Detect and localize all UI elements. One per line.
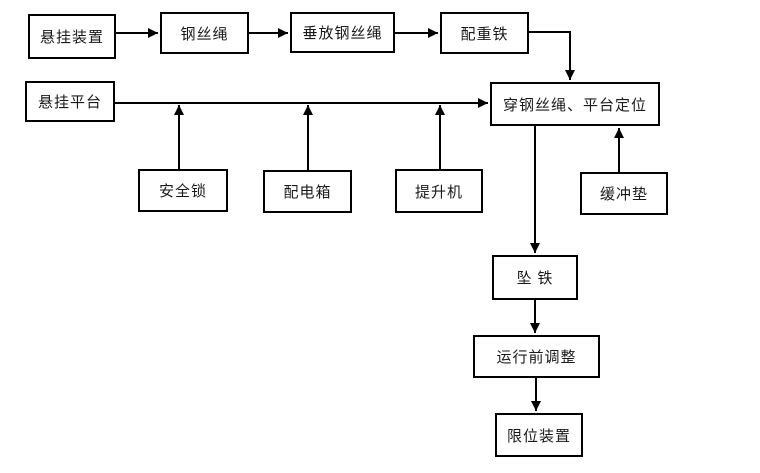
node-power-distribution-box: 配电箱 <box>263 170 352 213</box>
node-counterweight-iron: 配重铁 <box>440 12 529 54</box>
node-pre-operation-adjustment: 运行前调整 <box>473 335 600 378</box>
node-thread-rope-platform-positioning: 穿钢丝绳、平台定位 <box>490 82 660 126</box>
node-lower-wire-rope: 垂放钢丝绳 <box>290 12 395 53</box>
node-wire-rope: 钢丝绳 <box>160 12 249 54</box>
node-suspension-device: 悬挂装置 <box>28 14 116 59</box>
node-limit-device: 限位装置 <box>495 413 583 457</box>
node-hoist: 提升机 <box>395 169 483 213</box>
arrow-counterweight-to-positioning <box>529 31 575 80</box>
node-buffer-pad: 缓冲垫 <box>580 172 668 215</box>
node-safety-lock: 安全锁 <box>138 169 228 212</box>
node-weight-iron: 坠 铁 <box>492 255 578 300</box>
node-suspended-platform: 悬挂平台 <box>25 81 115 122</box>
